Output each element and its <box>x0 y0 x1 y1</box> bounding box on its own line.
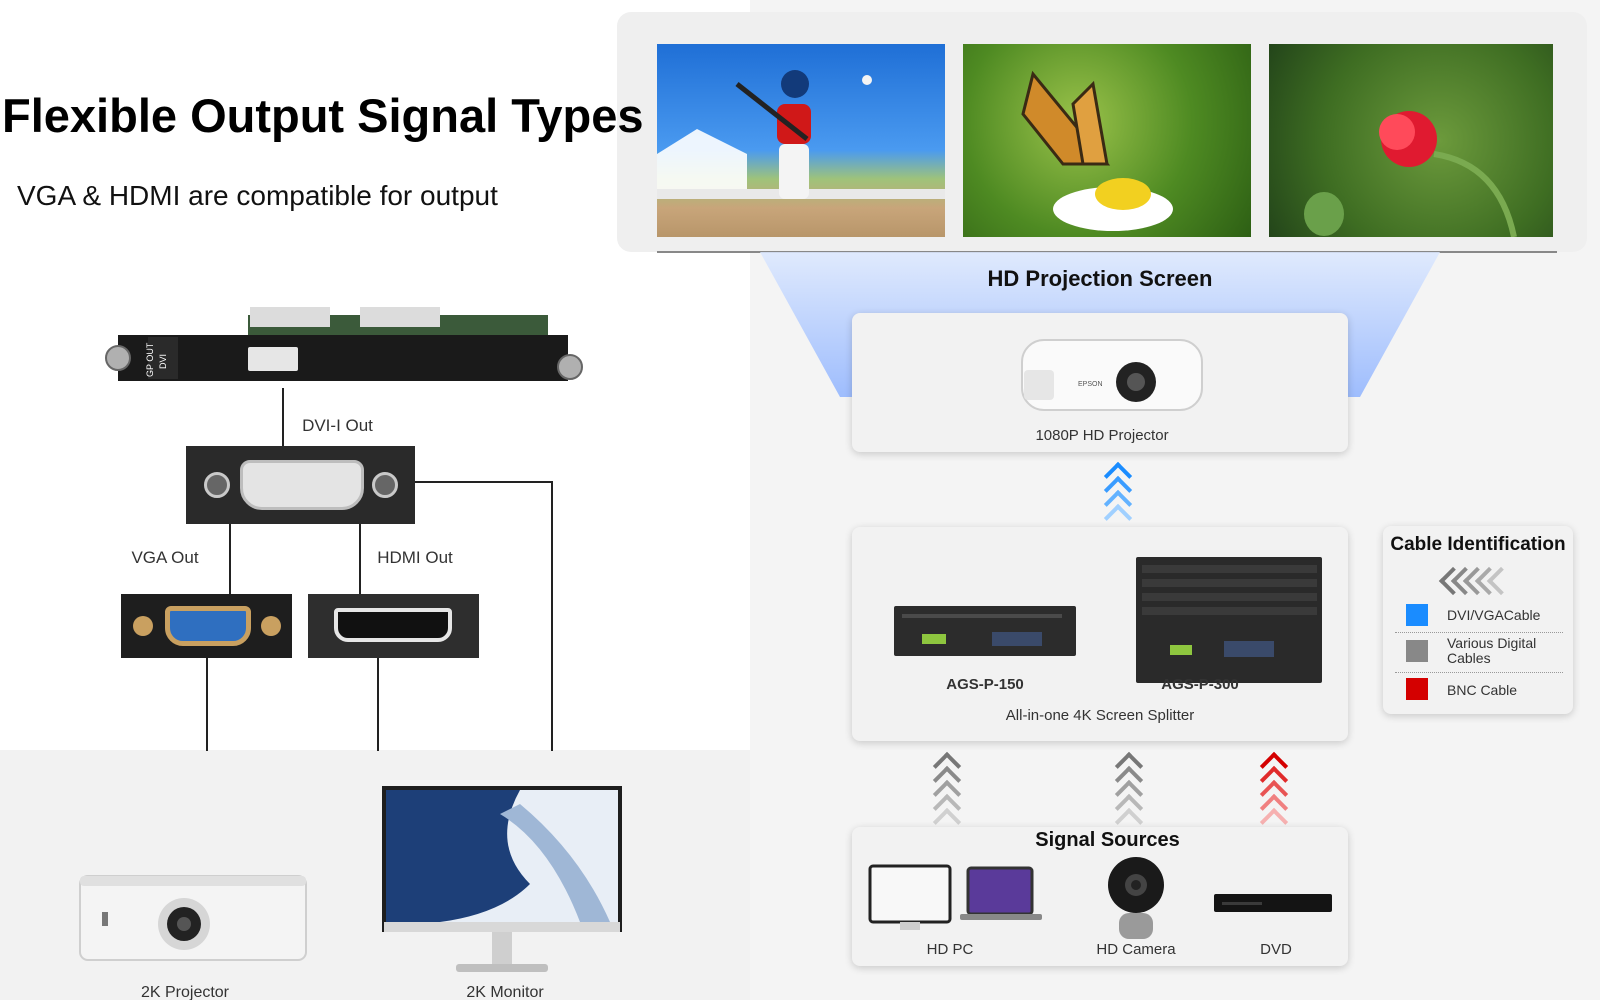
dvd-player-icon <box>1214 894 1332 912</box>
dvi-out-label: DVI-I Out <box>302 416 373 435</box>
dvi-right-branch-h <box>415 481 553 483</box>
dvi-right-branch-v <box>551 481 553 751</box>
legend-label-digital: Various Digital Cables <box>1447 635 1537 666</box>
output-card-image: GP OUT DVI <box>105 307 583 381</box>
sources-title: Signal Sources <box>1035 829 1180 851</box>
dvi-connector-block <box>186 446 415 524</box>
projector-brand: EPSON <box>1078 381 1103 388</box>
projector-label: 1080P HD Projector <box>1035 427 1169 444</box>
poppy-scene-graphic <box>1304 111 1517 237</box>
hd-camera-icon <box>1108 857 1164 939</box>
vga-out-label: VGA Out <box>131 548 199 567</box>
ags-p-150-device <box>894 606 1076 656</box>
vga-to-projector-line <box>206 658 208 751</box>
butterfly-photo <box>963 44 1251 237</box>
legend-swatch-digital <box>1406 640 1428 662</box>
screen-label: HD Projection Screen <box>987 266 1213 291</box>
legend-arrows-icon <box>1438 564 1523 596</box>
dvi-screw-right <box>372 472 398 498</box>
legend-swatch-bnc <box>1406 678 1428 700</box>
legend-label-bnc: BNC Cable <box>1447 682 1518 698</box>
splitter-model-a: AGS-P-150 <box>946 676 1024 693</box>
hd-pc-icon <box>868 864 1042 930</box>
vga-connector-block <box>121 594 292 658</box>
hd-projector-icon: EPSON <box>1021 339 1203 411</box>
splitter-caption: All-in-one 4K Screen Splitter <box>1005 707 1195 724</box>
hdmi-to-monitor-line <box>377 658 379 751</box>
dvi-vga-arrow <box>1103 461 1133 533</box>
hdmi-connector-block <box>308 594 479 658</box>
vga-screw-left <box>133 616 153 636</box>
legend-title: Cable Identification <box>1390 534 1566 555</box>
poppy-photo <box>1269 44 1553 237</box>
splitter-model-b: AGS-P-300 <box>1161 676 1239 693</box>
vga-port-icon <box>165 606 251 646</box>
legend-swatch-dvi <box>1406 604 1428 626</box>
output-label-projector: 2K Projector <box>140 984 230 1000</box>
dvd-bnc-arrow <box>1259 751 1289 837</box>
dvi-to-vga-line <box>229 524 231 594</box>
camera-digital-arrow <box>1114 751 1144 837</box>
2k-projector-image <box>79 875 307 961</box>
hdmi-port-icon <box>334 608 452 642</box>
page-title: Flexible Output Signal Types <box>2 89 644 142</box>
baseball-photo <box>657 44 945 237</box>
legend-divider-1 <box>1395 632 1563 633</box>
card-to-dvi-line <box>282 388 284 446</box>
page-subtitle: VGA & HDMI are compatible for output <box>17 180 498 211</box>
card-silk-gp-out: GP OUT <box>145 342 155 377</box>
hdmi-out-label: HDMI Out <box>377 548 453 567</box>
card-silk-dvi: DVI <box>158 354 168 369</box>
output-label-monitor: 2K Monitor <box>466 984 544 1000</box>
butterfly-scene-graphic <box>1021 70 1173 231</box>
legend-label-dvi: DVI/VGACable <box>1447 607 1541 623</box>
source-label-camera: HD Camera <box>1096 941 1176 958</box>
vga-screw-right <box>261 616 281 636</box>
dvi-screw-left <box>204 472 230 498</box>
source-label-pc: HD PC <box>926 941 974 958</box>
2k-monitor-image <box>382 786 622 972</box>
ags-p-300-device <box>1136 557 1322 683</box>
legend-divider-2 <box>1395 672 1563 673</box>
pc-digital-arrow <box>932 751 962 837</box>
dvi-to-hdmi-line <box>359 524 361 594</box>
baseball-scene-graphic <box>657 70 945 199</box>
source-label-dvd: DVD <box>1260 941 1292 958</box>
dvi-port-icon <box>240 460 364 510</box>
